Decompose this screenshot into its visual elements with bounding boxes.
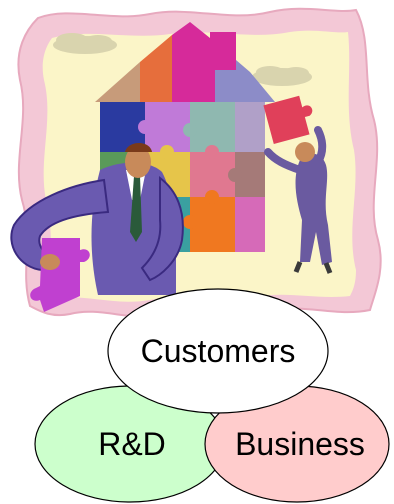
businessman-icon bbox=[10, 143, 184, 312]
venn-circle-customers bbox=[107, 288, 329, 414]
cloud-icon bbox=[53, 33, 117, 54]
clipart-illustration bbox=[10, 7, 382, 319]
venn-label-business: Business bbox=[235, 426, 365, 462]
venn-label-rnd: R&D bbox=[98, 426, 166, 462]
puzzle-house-icon bbox=[95, 22, 313, 252]
worker-icon bbox=[264, 126, 333, 274]
cloud-icon bbox=[252, 66, 312, 86]
venn-diagram: Customers R&D Business bbox=[34, 288, 390, 503]
venn-label-customers: Customers bbox=[141, 333, 296, 369]
